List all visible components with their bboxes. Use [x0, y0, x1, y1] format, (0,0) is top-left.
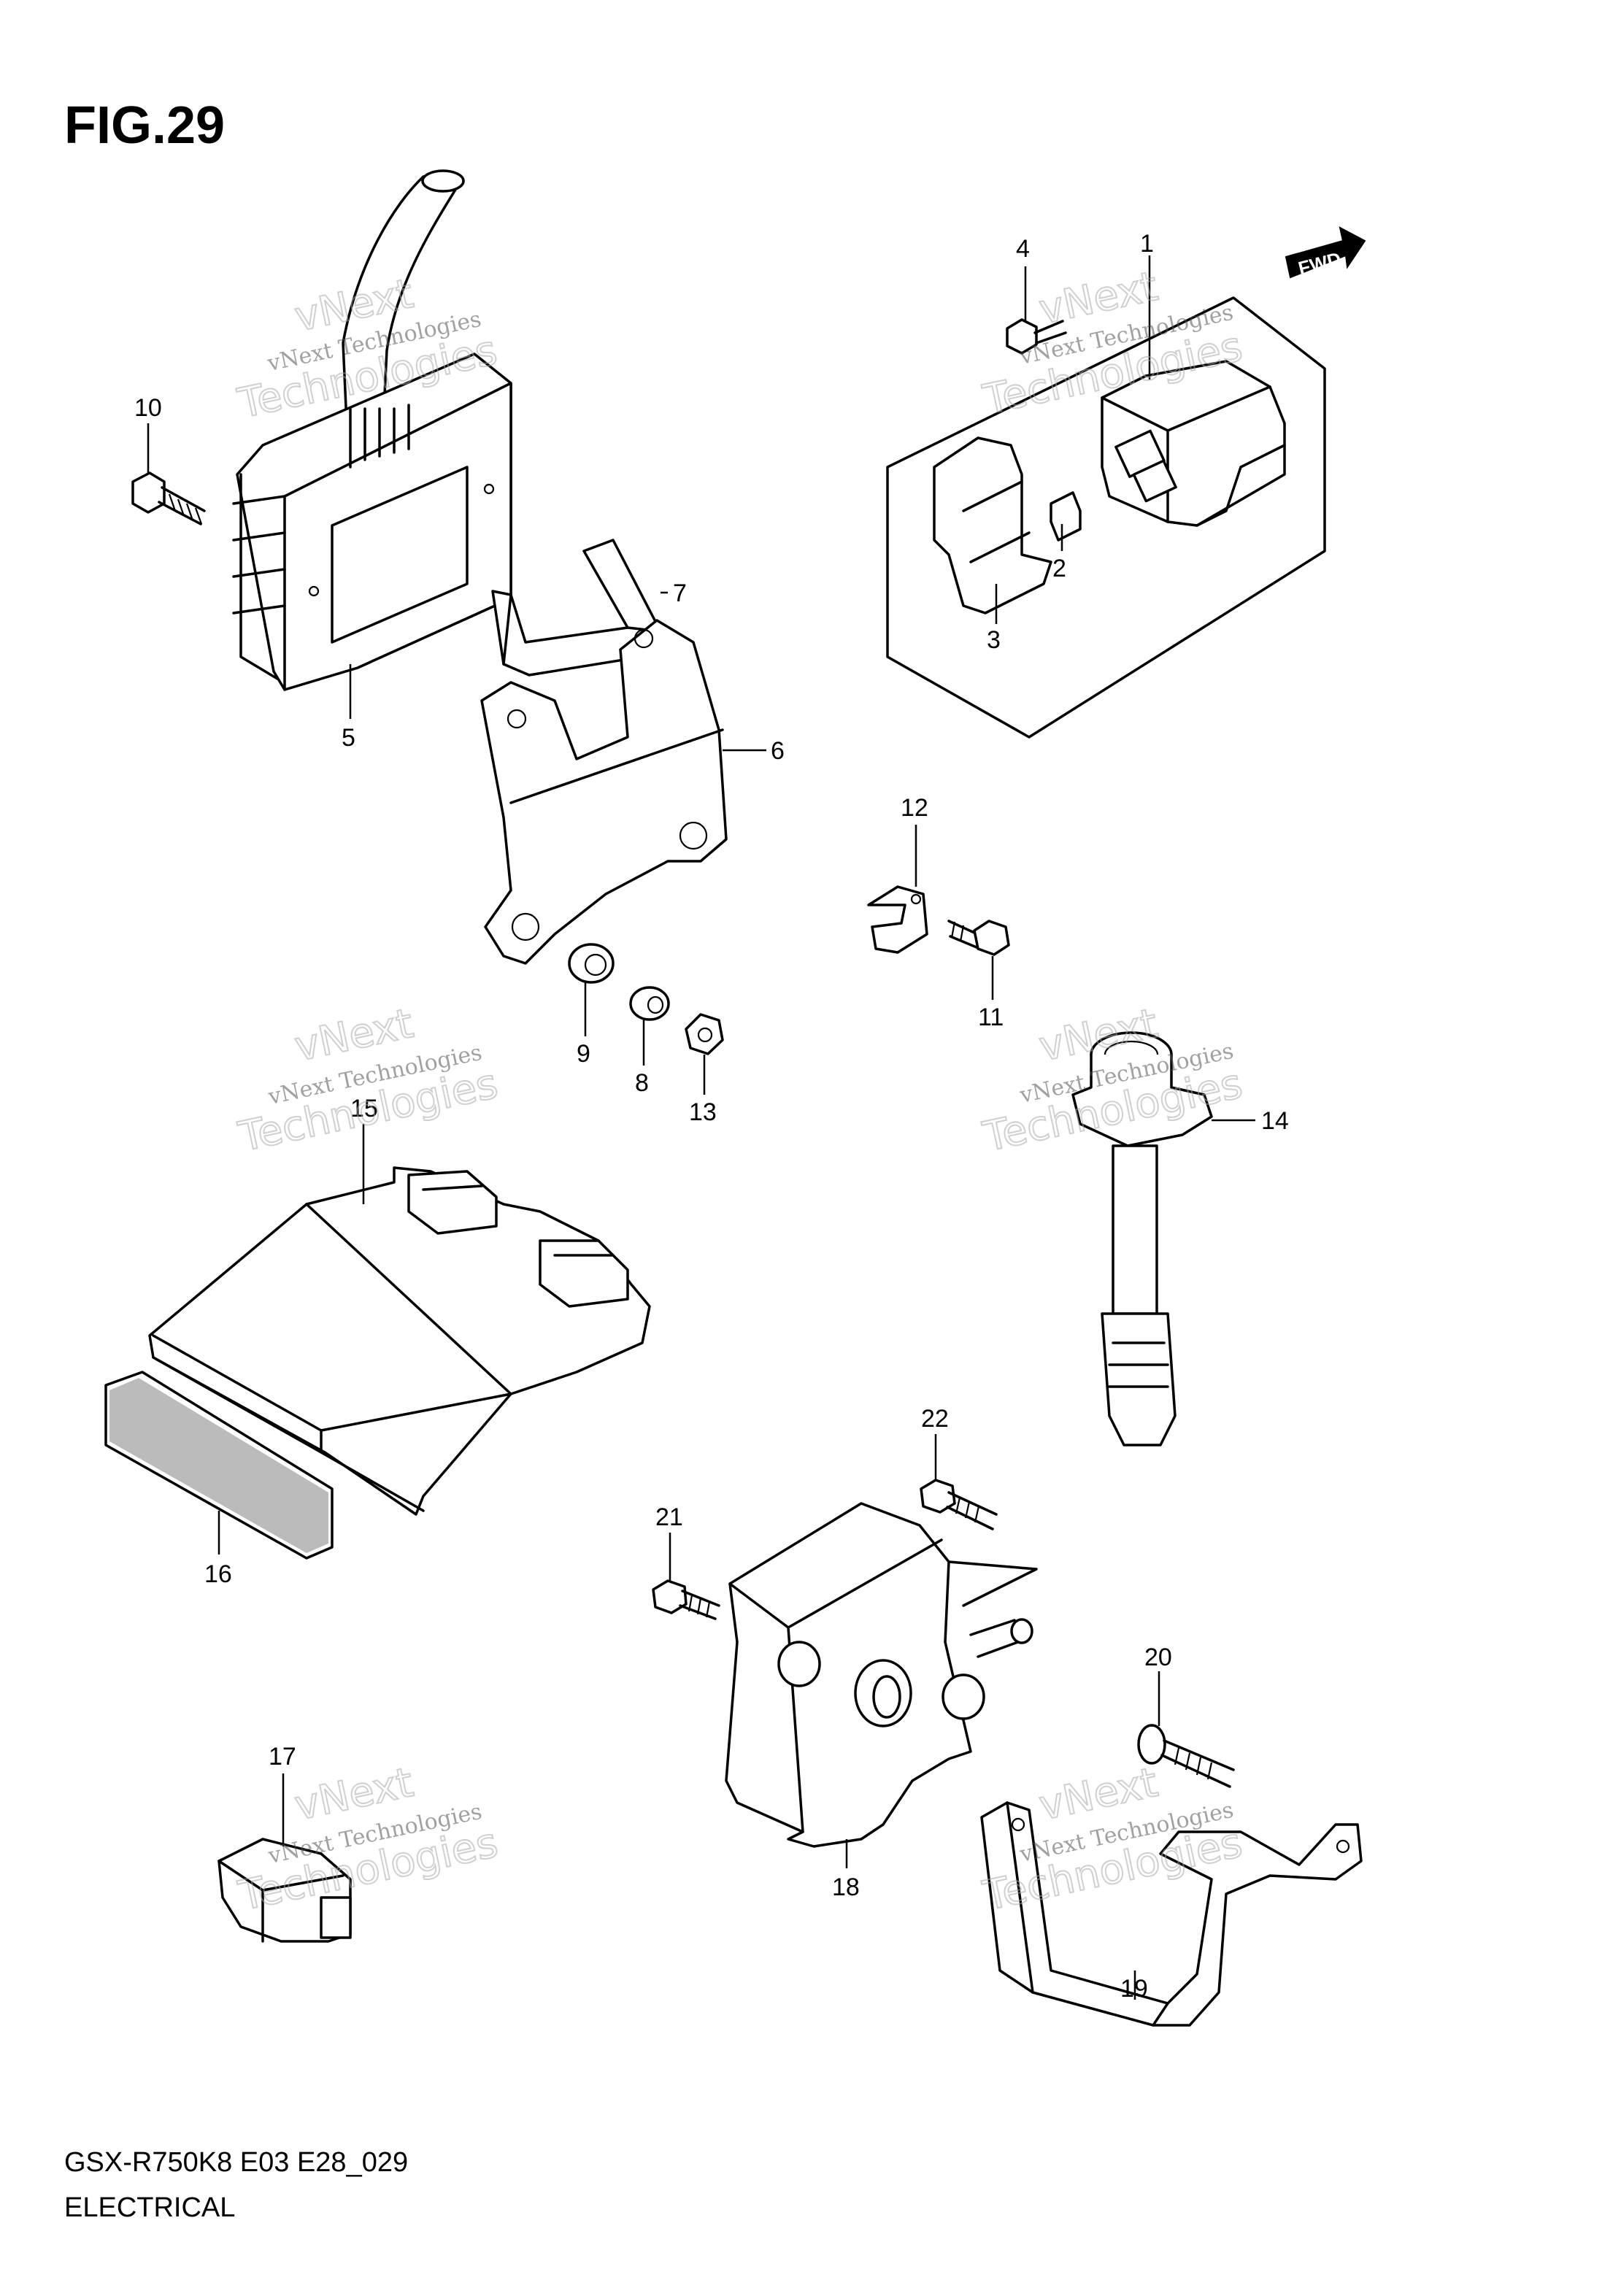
callout-10: 10	[134, 394, 162, 422]
callout-2: 2	[1052, 555, 1066, 582]
callout-17: 17	[269, 1743, 296, 1771]
callout-8: 8	[635, 1069, 649, 1097]
part-6-bracket	[480, 619, 728, 965]
watermark-bottom-left: vNext vNext Technologies Technologies	[234, 1758, 502, 1921]
callout-13: 13	[689, 1098, 717, 1126]
part-17-connector	[217, 1838, 352, 1943]
leader-lines	[147, 255, 1255, 2000]
callout-20: 20	[1144, 1644, 1172, 1671]
part-10-bolt	[131, 471, 206, 525]
part-20-bolt	[1137, 1724, 1235, 1788]
part-15-ecm	[148, 1166, 651, 1516]
callout-6: 6	[771, 737, 785, 765]
part-11-bolt	[947, 920, 1010, 956]
callout-4: 4	[1016, 235, 1030, 263]
callout-7: 7	[673, 579, 687, 607]
callout-labels: 1 2 3 4 5 6 7 8 9 10 11 12 13 14 15 16 1…	[134, 230, 1289, 2003]
section-name: ELECTRICAL	[64, 2192, 235, 2223]
part-8-spacer	[629, 986, 670, 1021]
callout-16: 16	[204, 1560, 232, 1588]
model-code: GSX-R750K8 E03 E28_029	[64, 2147, 408, 2178]
callout-14: 14	[1261, 1107, 1289, 1135]
part-5-regulator	[232, 169, 512, 691]
part-18-actuator	[725, 1502, 1038, 1848]
fwd-arrow-icon: FWD	[1285, 226, 1366, 280]
callout-21: 21	[655, 1503, 683, 1531]
part-13-nut	[685, 1013, 724, 1055]
part-1-relay-box	[886, 296, 1326, 739]
callout-15: 15	[350, 1095, 378, 1122]
part-21-bolt	[652, 1579, 720, 1620]
figure-title: FIG.29	[64, 96, 225, 155]
watermark-mid-left: vNext vNext Technologies Technologies	[234, 999, 502, 1162]
watermark-bottom-right: vNext vNext Technologies Technologies	[978, 1758, 1247, 1921]
callout-1: 1	[1140, 230, 1154, 258]
part-16-pad	[104, 1371, 334, 1560]
callout-5: 5	[342, 724, 355, 752]
callout-19: 19	[1120, 1975, 1148, 2003]
callout-3: 3	[987, 626, 1001, 654]
part-19-bracket	[980, 1801, 1363, 2027]
callout-12: 12	[901, 794, 928, 822]
callout-9: 9	[577, 1040, 590, 1068]
part-9-grommet	[568, 943, 615, 984]
watermark-mid-right: vNext vNext Technologies Technologies	[978, 999, 1247, 1162]
callout-22: 22	[921, 1405, 949, 1433]
part-22-bolt	[920, 1479, 998, 1530]
part-12-clamp	[867, 885, 928, 954]
callout-18: 18	[832, 1873, 860, 1901]
part-14-ignition-coil	[1071, 1031, 1213, 1446]
callout-11: 11	[978, 1003, 1004, 1031]
